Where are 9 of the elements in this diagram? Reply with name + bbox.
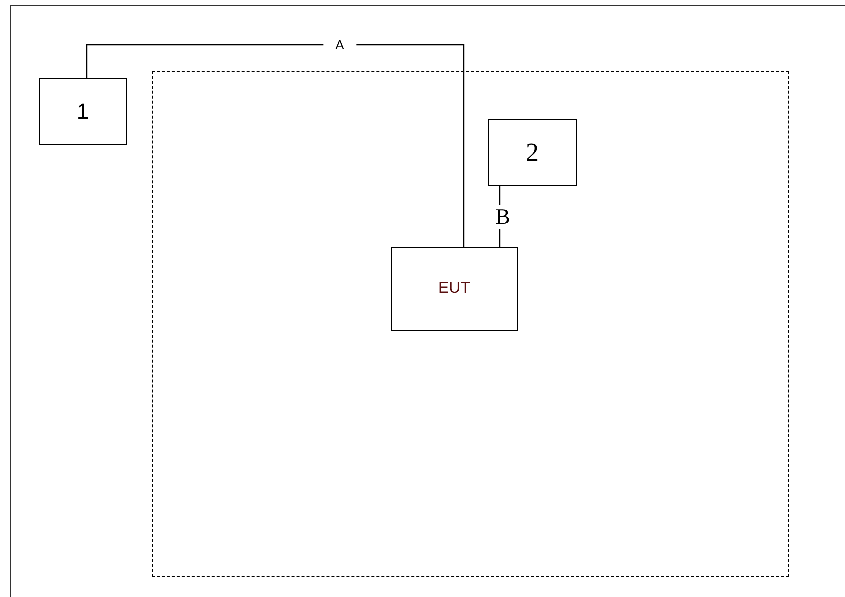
numbered-box <box>488 119 577 186</box>
connector-line <box>86 44 465 247</box>
eut-box <box>391 247 518 331</box>
dashed-enclosure <box>152 71 789 577</box>
box-label: 2 <box>526 137 539 169</box>
box-label: EUT <box>438 279 470 299</box>
box-label: 1 <box>76 98 90 126</box>
numbered-box <box>39 78 127 145</box>
edge-label: B <box>496 204 510 228</box>
